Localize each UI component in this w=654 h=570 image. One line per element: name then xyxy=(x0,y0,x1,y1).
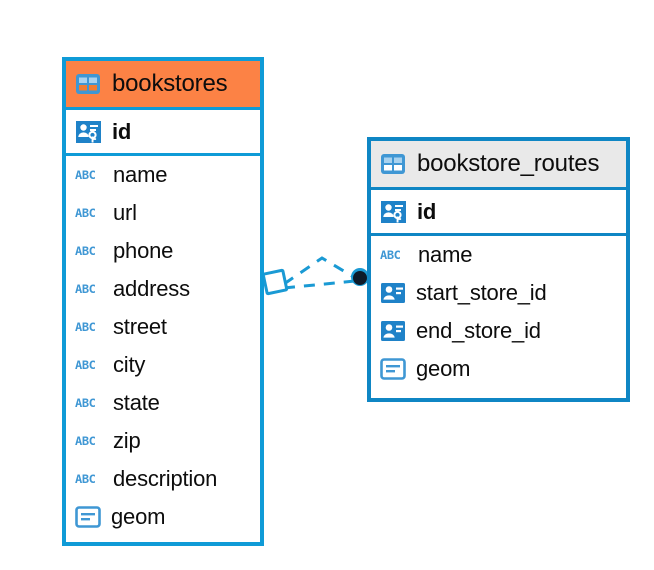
field-row-state[interactable]: ABC state xyxy=(66,384,260,422)
field-row-start-store-id[interactable]: start_store_id xyxy=(371,274,626,312)
abc-icon: ABC xyxy=(75,434,96,448)
table-bookstore-routes[interactable]: bookstore_routes id xyxy=(367,137,630,402)
field-row-zip[interactable]: ABC zip xyxy=(66,422,260,460)
abc-icon: ABC xyxy=(75,396,96,410)
field-row-description[interactable]: ABC description xyxy=(66,460,260,498)
table-icon xyxy=(380,153,406,175)
field-row-city[interactable]: ABC city xyxy=(66,346,260,384)
field-label-geom: geom xyxy=(416,356,471,381)
field-label-geom: geom xyxy=(111,504,166,529)
table-bookstore-routes-fields: id ABC name start_store_id xyxy=(371,190,626,388)
relationship-line-upper xyxy=(283,256,358,286)
abc-icon: ABC xyxy=(75,320,96,334)
field-row-id[interactable]: id xyxy=(371,190,626,236)
field-label-end-store-id: end_store_id xyxy=(416,318,541,343)
geometry-icon xyxy=(380,358,406,380)
field-row-id[interactable]: id xyxy=(66,110,260,156)
field-label-phone: phone xyxy=(113,238,174,263)
field-label-url: url xyxy=(113,200,137,225)
primary-key-icon xyxy=(380,200,407,224)
field-label-start-store-id: start_store_id xyxy=(416,280,547,305)
field-row-geom[interactable]: geom xyxy=(371,350,626,388)
foreign-key-icon xyxy=(380,282,406,304)
field-row-url[interactable]: ABC url xyxy=(66,194,260,232)
field-label-name: name xyxy=(113,162,168,187)
table-bookstores-header[interactable]: bookstores xyxy=(66,61,260,110)
field-label-id: id xyxy=(112,118,132,144)
field-label-city: city xyxy=(113,352,146,377)
field-label-state: state xyxy=(113,390,160,415)
field-label-street: street xyxy=(113,314,167,339)
field-label-id: id xyxy=(417,198,437,224)
abc-icon: ABC xyxy=(75,358,96,372)
field-label-name: name xyxy=(418,242,473,267)
field-row-end-store-id[interactable]: end_store_id xyxy=(371,312,626,350)
field-row-street[interactable]: ABC street xyxy=(66,308,260,346)
field-label-address: address xyxy=(113,276,190,301)
abc-icon: ABC xyxy=(75,472,96,486)
field-label-zip: zip xyxy=(113,428,141,453)
table-bookstores-fields: id ABC name ABC url ABC phone ABC addres… xyxy=(66,110,260,536)
geometry-icon xyxy=(75,506,101,528)
field-row-name[interactable]: ABC name xyxy=(66,156,260,194)
field-row-geom[interactable]: geom xyxy=(66,498,260,536)
field-row-address[interactable]: ABC address xyxy=(66,270,260,308)
field-row-name[interactable]: ABC name xyxy=(371,236,626,274)
table-bookstore-routes-header[interactable]: bookstore_routes xyxy=(371,141,626,190)
table-bookstores[interactable]: bookstores id xyxy=(62,57,264,546)
foreign-key-icon xyxy=(380,320,406,342)
diamond-outline-icon xyxy=(261,268,289,296)
table-bookstores-title: bookstores xyxy=(112,70,228,97)
field-row-phone[interactable]: ABC phone xyxy=(66,232,260,270)
table-bookstore-routes-title: bookstore_routes xyxy=(417,150,600,177)
table-icon xyxy=(75,73,101,95)
abc-icon: ABC xyxy=(75,244,96,258)
relationship-line-lower xyxy=(283,279,356,290)
abc-icon: ABC xyxy=(75,282,96,296)
abc-icon: ABC xyxy=(75,168,96,182)
field-label-description: description xyxy=(113,466,218,491)
abc-icon: ABC xyxy=(75,206,96,220)
abc-icon: ABC xyxy=(380,248,401,262)
primary-key-icon xyxy=(75,120,102,144)
